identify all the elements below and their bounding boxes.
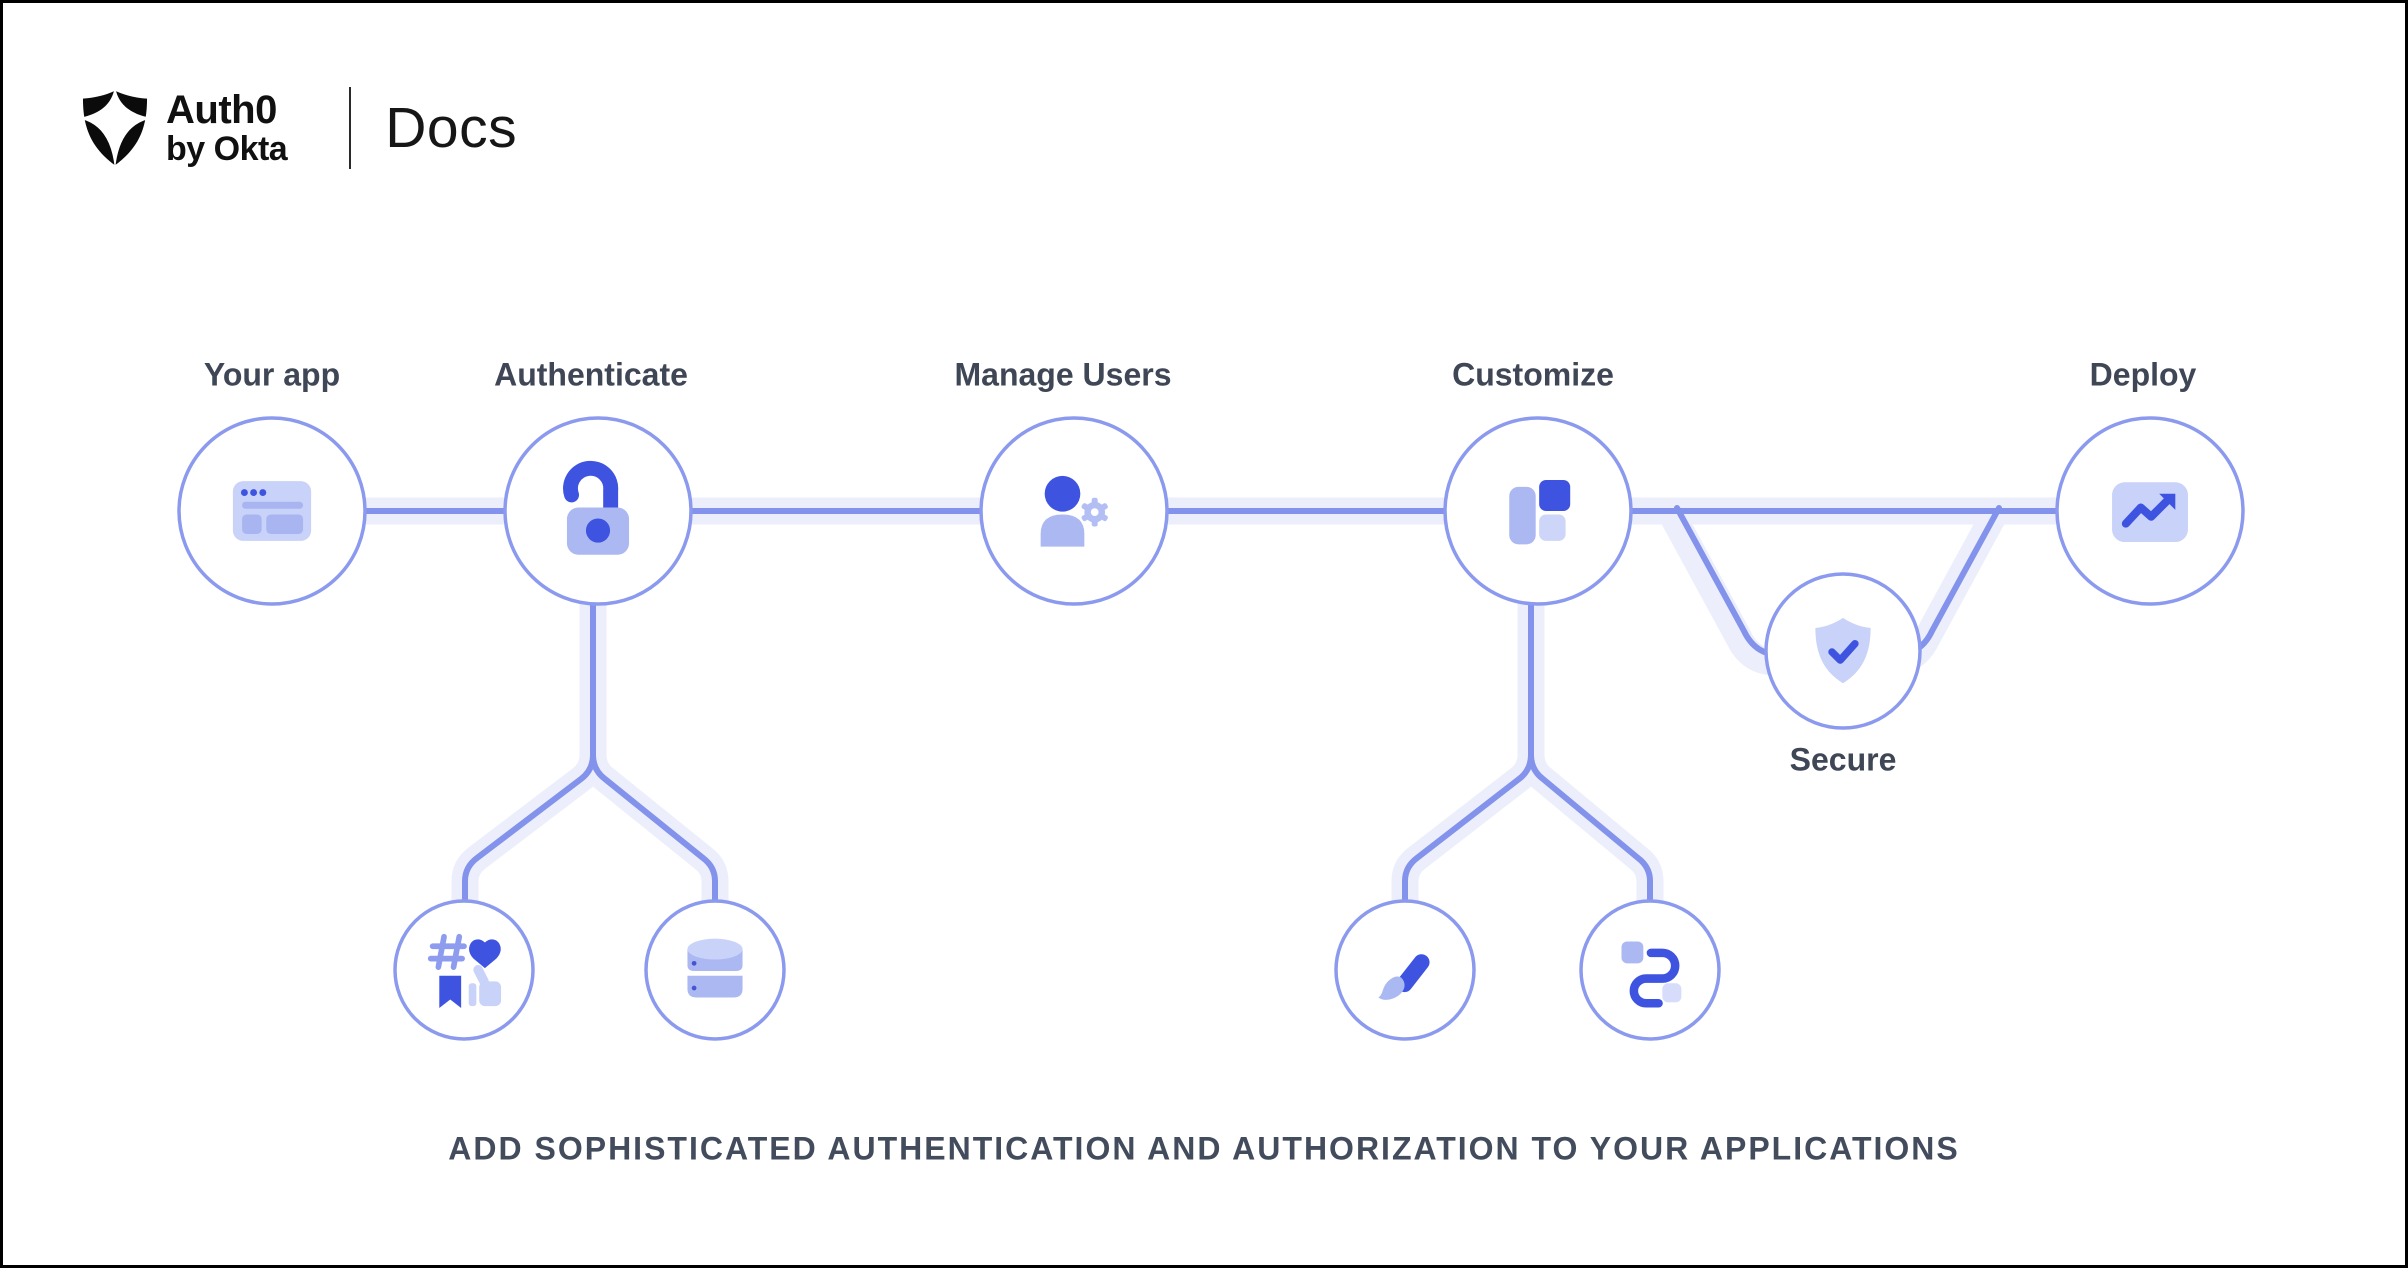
customize-branch-right xyxy=(1528,560,1653,936)
social-reactions-icon xyxy=(427,933,502,1008)
database-icon xyxy=(687,938,743,998)
unlock-icon xyxy=(563,460,630,555)
shield-check-icon xyxy=(1815,617,1871,684)
node-label-manage-users: Manage Users xyxy=(954,356,1172,393)
user-gear-icon xyxy=(1040,475,1108,547)
auth0-docs-logo[interactable]: Auth0 by Okta Docs xyxy=(81,87,517,169)
authenticate-branch-left xyxy=(462,560,596,936)
node-label-deploy: Deploy xyxy=(2089,356,2197,393)
subnode-circle-paintbrush xyxy=(1334,899,1476,1041)
subnode-circle-social xyxy=(393,899,535,1041)
logo-wordmark: Auth0 by Okta xyxy=(166,88,288,168)
browser-window-icon xyxy=(232,481,312,541)
layout-blocks-icon xyxy=(1509,479,1571,545)
logo-primary: Auth0 xyxy=(166,88,277,132)
node-label-authenticate: Authenticate xyxy=(494,356,688,393)
trending-up-icon xyxy=(2112,482,2188,543)
paintbrush-icon xyxy=(1378,954,1430,1000)
connector-lines xyxy=(269,505,2153,936)
authenticate-branch-right xyxy=(590,560,718,936)
node-circle-manage-users xyxy=(979,416,1169,606)
node-circle-customize xyxy=(1443,416,1633,606)
node-label-secure: Secure xyxy=(1789,741,1897,778)
logo-divider xyxy=(349,87,352,169)
logo-product-docs: Docs xyxy=(385,96,518,160)
tagline: ADD SOPHISTICATED AUTHENTICATION AND AUT… xyxy=(448,1130,1960,1167)
auth0-shield-icon xyxy=(81,88,149,168)
flow-diagram xyxy=(177,416,2245,1041)
flow-path-icon xyxy=(1621,941,1682,1008)
customize-branch-left xyxy=(1402,560,1534,936)
node-label-your-app: Your app xyxy=(203,356,341,393)
logo-secondary: by Okta xyxy=(166,130,288,168)
node-label-customize: Customize xyxy=(1452,356,1614,393)
subnode-circle-flow xyxy=(1579,899,1721,1041)
